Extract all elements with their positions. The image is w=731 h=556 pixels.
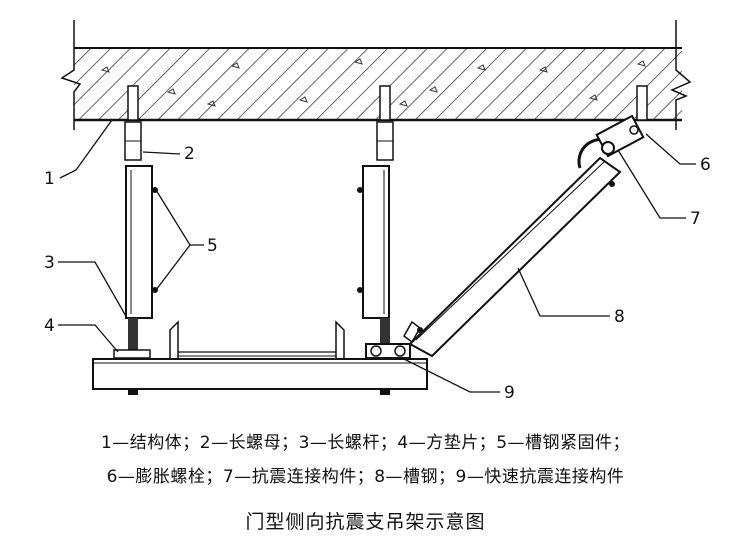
callout-7: 7 (690, 209, 701, 229)
channel-clamp-middle (362, 165, 390, 319)
callout-6: 6 (700, 155, 711, 175)
callout-2: 2 (184, 144, 195, 164)
callout-1: 1 (44, 169, 55, 189)
legend-line-2: 6—膨胀螺栓；7—抗震连接构件；8—槽钢；9—快速抗震连接构件 (106, 467, 625, 487)
left-hanger (113, 121, 158, 359)
callout-8: 8 (614, 307, 625, 327)
base-channel (92, 320, 428, 395)
seismic-support-diagram: 1 2 3 4 5 6 7 8 9 (44, 20, 711, 403)
callout-5: 5 (207, 236, 218, 256)
square-washer-left (113, 349, 151, 359)
leader-lines (58, 119, 696, 393)
threaded-rod-middle (380, 318, 390, 354)
legend-line-1: 1—结构体；2—长螺母；3—长螺杆；4—方垫片；5—槽钢紧固件； (100, 433, 631, 453)
concrete-slab (60, 20, 692, 130)
callout-4: 4 (44, 316, 55, 336)
figure-title: 门型侧向抗震支吊架示意图 (245, 511, 486, 533)
diagonal-brace (408, 156, 622, 358)
expansion-bolts (127, 85, 648, 121)
quick-seismic-connector (365, 320, 421, 359)
middle-hanger (357, 121, 403, 359)
seismic-connector-top (577, 114, 645, 169)
callout-3: 3 (44, 253, 55, 273)
callout-9: 9 (504, 383, 515, 403)
threaded-rod-left (128, 318, 138, 354)
channel-clamp-left (125, 165, 153, 319)
